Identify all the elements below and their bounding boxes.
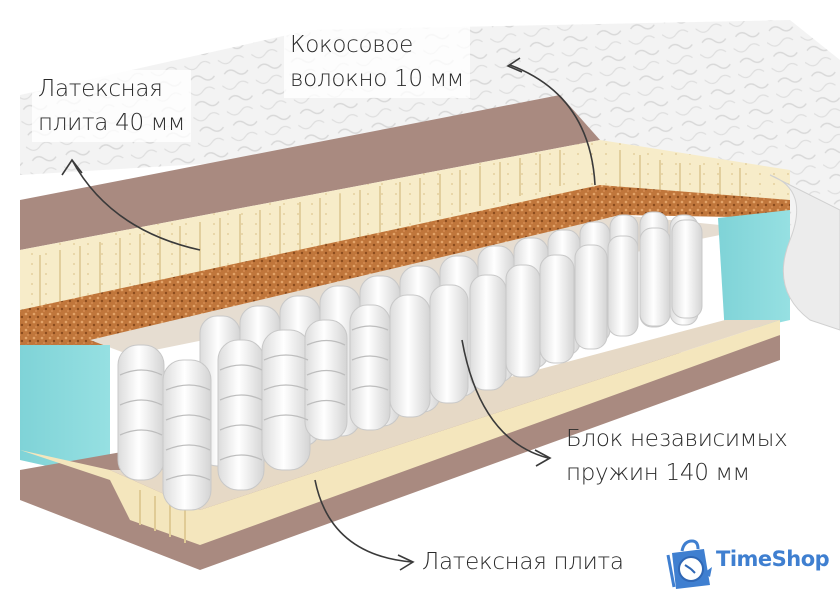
timeshop-logo: TimeShop [664,537,840,593]
logo-text: TimeShop [716,547,830,571]
label-latex-top-line1: Латексная [38,76,163,102]
label-springs: Блок независимых пружин 140 мм [566,422,788,490]
felt-layer-top [20,95,600,250]
cover-side-right [769,174,840,331]
arrow-coconut [509,64,596,186]
label-latex-bottom: Латексная плита [422,545,624,579]
arrow-springs [461,339,549,459]
coconut-layer [20,185,790,345]
label-latex-top-line2: плита 40 мм [38,110,185,136]
foam-edge-right [718,210,790,335]
foam-edge-left [20,345,110,480]
label-coconut-line1: Кокосовое [290,32,414,58]
label-coconut-line2: волокно 10 мм [290,66,464,92]
label-latex-bottom-line1: Латексная плита [422,549,624,575]
shopping-bag-clock-icon [666,539,712,589]
label-coconut: Кокосовое волокно 10 мм [284,26,470,98]
callout-arrows [61,57,596,571]
arrow-latex-top [71,159,201,251]
spring-pockets [117,211,703,511]
label-springs-line1: Блок независимых [566,426,788,452]
label-latex-top: Латексная плита 40 мм [32,70,191,142]
label-springs-line2: пружин 140 мм [566,460,750,486]
arrow-latex-bottom [314,479,413,563]
